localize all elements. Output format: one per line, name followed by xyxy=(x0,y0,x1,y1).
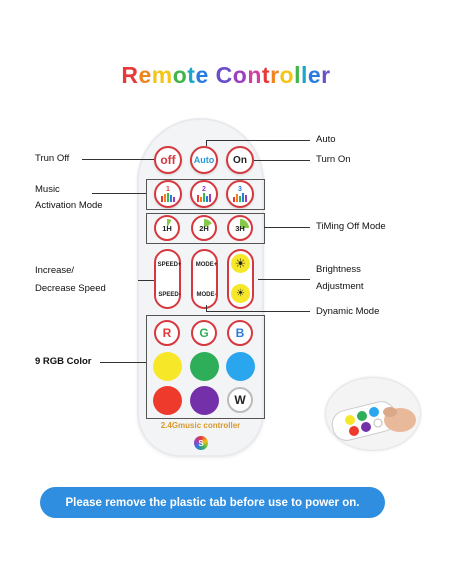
title-letter: l xyxy=(300,62,308,88)
brand-logo-icon: S xyxy=(194,436,208,450)
red-label: R xyxy=(162,326,172,340)
title-letter: e xyxy=(195,62,209,88)
off-button[interactable]: off xyxy=(154,146,182,174)
music-mode-3-button[interactable]: 3 xyxy=(226,180,254,208)
leader-timing xyxy=(264,227,310,228)
sun-icon: ☀ xyxy=(234,256,247,271)
title-letter: o xyxy=(172,62,188,88)
speed-down-button[interactable]: SPEED- xyxy=(158,292,181,298)
title-letter: o xyxy=(279,62,295,88)
leader-speed xyxy=(138,280,154,281)
leader-rgb xyxy=(100,362,146,363)
auto-button[interactable]: Auto xyxy=(190,146,218,174)
leader-turn-on xyxy=(254,160,310,161)
green-color-button[interactable] xyxy=(190,352,219,381)
timer-1h-label: 1H xyxy=(162,223,172,233)
cyan-color-button[interactable] xyxy=(226,352,255,381)
music-mode-2-label: 2 xyxy=(202,186,206,193)
purple-color-button[interactable] xyxy=(190,386,219,415)
music-bars-icon: 3 xyxy=(233,186,247,202)
music-mode-1-label: 1 xyxy=(166,186,170,193)
music-mode-3-label: 3 xyxy=(238,186,242,193)
green-button[interactable]: G xyxy=(191,320,217,346)
on-label: On xyxy=(233,154,247,166)
rgb-frame xyxy=(146,315,265,419)
page-title: Remote Controller xyxy=(0,62,452,89)
title-letter: e xyxy=(138,62,152,88)
label-music-mode: Music xyxy=(35,184,60,195)
timer-2h-label: 2H xyxy=(199,223,209,233)
leader-music-mode xyxy=(92,193,146,194)
label-turn-off: Trun Off xyxy=(35,153,70,164)
title-letter xyxy=(209,62,216,89)
timer-3h-label: 3H xyxy=(235,223,245,233)
timer-clock-icon xyxy=(195,219,213,237)
timer-2h-button[interactable]: 2H xyxy=(191,215,217,241)
timer-clock-icon xyxy=(231,219,249,237)
green-label: G xyxy=(199,326,209,340)
auto-label: Auto xyxy=(193,155,215,165)
music-bars-icon: 2 xyxy=(197,186,211,202)
label-brightness-2: Adjustment xyxy=(316,281,364,292)
title-letter: r xyxy=(321,62,331,88)
yellow-color-button[interactable] xyxy=(153,352,182,381)
orange-red-color-button[interactable] xyxy=(153,386,182,415)
label-dynamic: Dynamic Mode xyxy=(316,306,380,317)
hand-remote-illustration-icon xyxy=(331,401,416,441)
label-auto: Auto xyxy=(316,134,336,145)
timer-clock-icon xyxy=(158,219,176,237)
leader-dynamic xyxy=(206,311,310,312)
brightness-down-button[interactable]: ☀ xyxy=(231,284,250,303)
brightness-pill: ☀ ☀ xyxy=(227,249,254,309)
title-letter: t xyxy=(187,62,196,88)
sun-icon: ☀ xyxy=(236,287,245,299)
off-label: off xyxy=(160,153,176,167)
leader-auto-drop xyxy=(206,140,207,146)
title-letter: r xyxy=(270,62,280,88)
label-music-mode-2: Activation Mode xyxy=(35,200,103,211)
music-frame xyxy=(146,179,265,210)
title-letter: R xyxy=(121,62,139,88)
speed-pill: SPEED+ SPEED- xyxy=(154,249,181,309)
leader-turn-off xyxy=(82,159,154,160)
blue-button[interactable]: B xyxy=(227,320,253,346)
leader-auto xyxy=(206,140,310,141)
inset-remote-photo xyxy=(326,378,420,450)
white-button[interactable]: W xyxy=(227,387,253,413)
mode-down-button[interactable]: MODE- xyxy=(196,292,217,298)
title-letter: o xyxy=(232,62,248,88)
blue-label: B xyxy=(235,326,245,340)
label-turn-on: Turn On xyxy=(316,154,351,165)
music-bars-icon: 1 xyxy=(161,186,175,202)
label-brightness: Brightness xyxy=(316,264,361,275)
red-button[interactable]: R xyxy=(154,320,180,346)
leader-brightness xyxy=(258,279,310,280)
label-speed-2: Decrease Speed xyxy=(35,283,106,294)
music-mode-2-button[interactable]: 2 xyxy=(190,180,218,208)
timer-1h-button[interactable]: 1H xyxy=(154,215,180,241)
notice-banner-text: Please remove the plastic tab before use… xyxy=(65,496,360,509)
mode-up-button[interactable]: MODE+ xyxy=(195,262,218,268)
speed-up-button[interactable]: SPEED+ xyxy=(157,262,182,268)
remote-body: off Auto On 1 2 3 1H xyxy=(137,118,265,457)
label-speed: Increase/ xyxy=(35,265,75,276)
title-letter: l xyxy=(294,62,301,88)
timer-3h-button[interactable]: 3H xyxy=(227,215,253,241)
title-letter: C xyxy=(215,62,233,88)
title-letter: t xyxy=(261,62,271,88)
white-label: W xyxy=(234,393,246,407)
label-rgb: 9 RGB Color xyxy=(35,356,92,367)
on-button[interactable]: On xyxy=(226,146,254,174)
label-timing: TiMing Off Mode xyxy=(316,221,386,232)
title-letter: n xyxy=(247,62,262,88)
title-letter: e xyxy=(307,62,322,88)
leader-dynamic-drop xyxy=(206,305,207,311)
music-mode-1-button[interactable]: 1 xyxy=(154,180,182,208)
title-letter: m xyxy=(151,62,173,88)
notice-banner: Please remove the plastic tab before use… xyxy=(40,487,385,518)
mode-pill: MODE+ MODE- xyxy=(191,249,218,309)
brightness-up-button[interactable]: ☀ xyxy=(231,254,250,273)
timer-frame xyxy=(146,213,265,244)
brand-text: 2.4Gmusic controller xyxy=(160,421,241,430)
